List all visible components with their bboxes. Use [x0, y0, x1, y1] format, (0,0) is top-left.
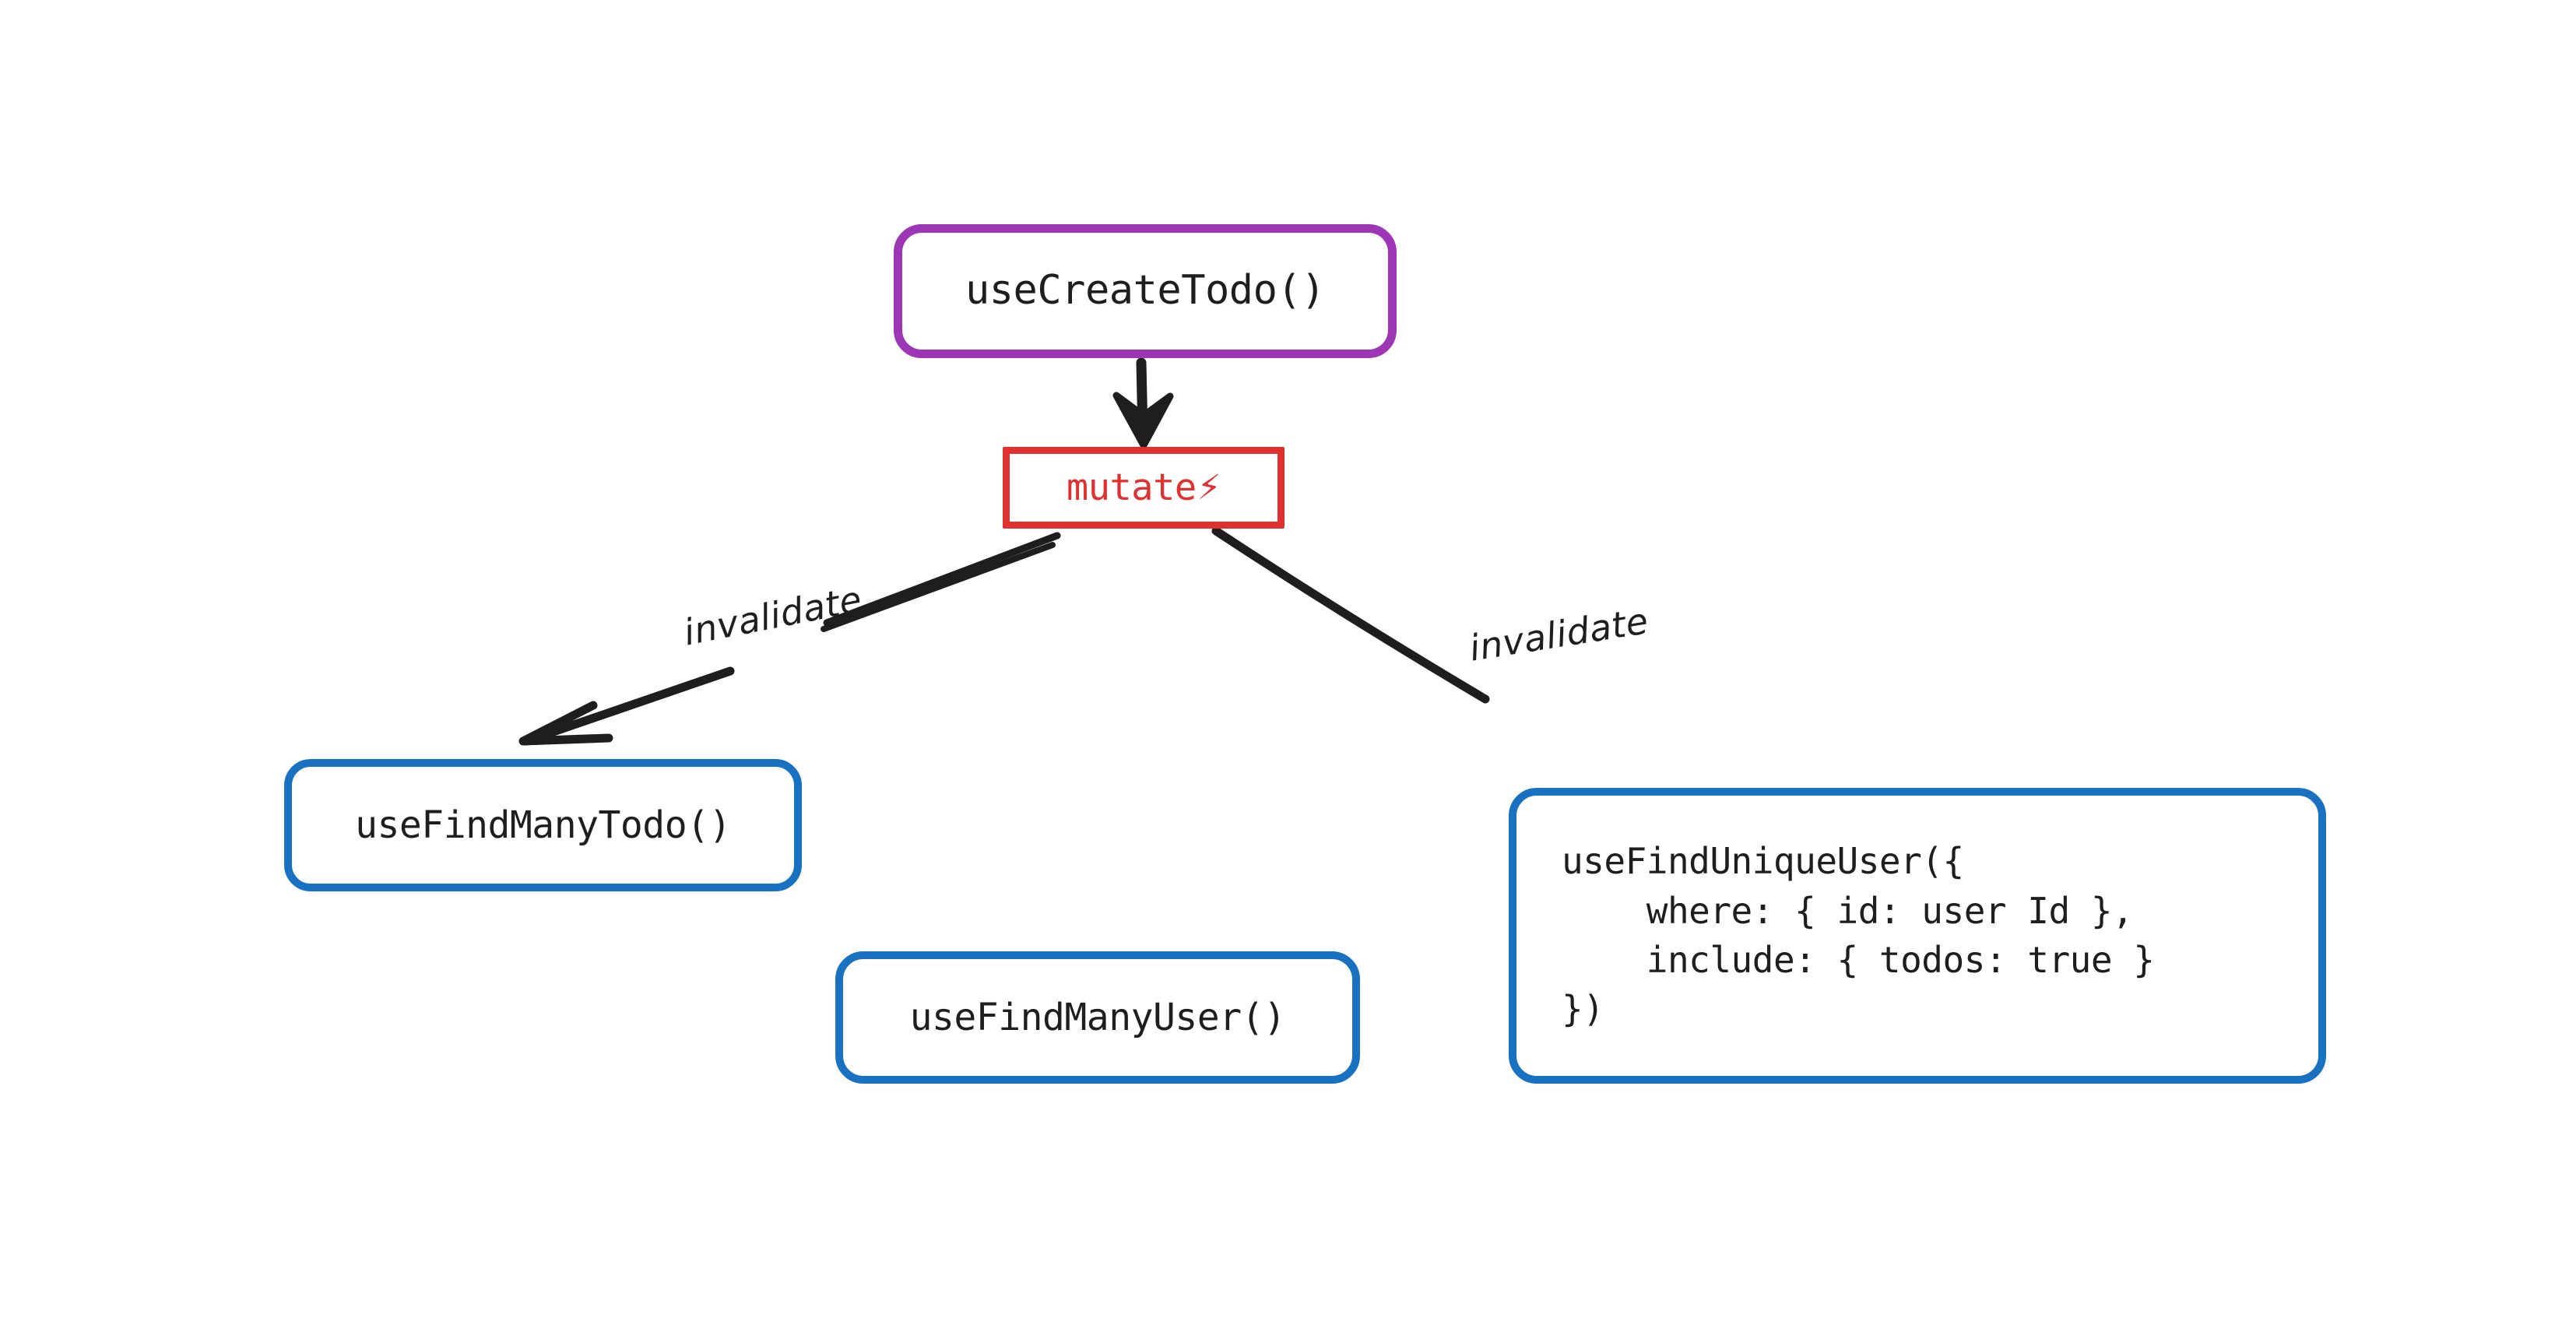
node-use-find-unique-user-label: useFindUniqueUser({ where: { id: user Id… — [1562, 840, 2155, 1031]
edge-create-todo-to-mutate — [1112, 357, 1174, 449]
node-use-find-many-todo[interactable]: useFindManyTodo() — [284, 759, 802, 891]
edge-label-invalidate-left: invalidate — [680, 578, 866, 654]
edge-mutate-to-find-many-todo — [518, 532, 1061, 746]
node-mutate-content: mutate ⚡ — [1067, 464, 1221, 511]
node-mutate[interactable]: mutate ⚡ — [1003, 447, 1284, 529]
high-voltage-icon: ⚡ — [1197, 467, 1221, 508]
node-use-find-many-user-label: useFindManyUser() — [909, 995, 1286, 1039]
node-use-create-todo-label: useCreateTodo() — [965, 267, 1326, 315]
node-use-find-many-todo-label: useFindManyTodo() — [355, 803, 731, 847]
node-mutate-label: mutate — [1066, 466, 1197, 509]
node-use-create-todo[interactable]: useCreateTodo() — [894, 224, 1397, 358]
node-use-find-unique-user[interactable]: useFindUniqueUser({ where: { id: user Id… — [1509, 788, 2326, 1084]
node-use-find-many-user[interactable]: useFindManyUser() — [835, 951, 1360, 1084]
edge-label-invalidate-right: invalidate — [1466, 599, 1652, 670]
